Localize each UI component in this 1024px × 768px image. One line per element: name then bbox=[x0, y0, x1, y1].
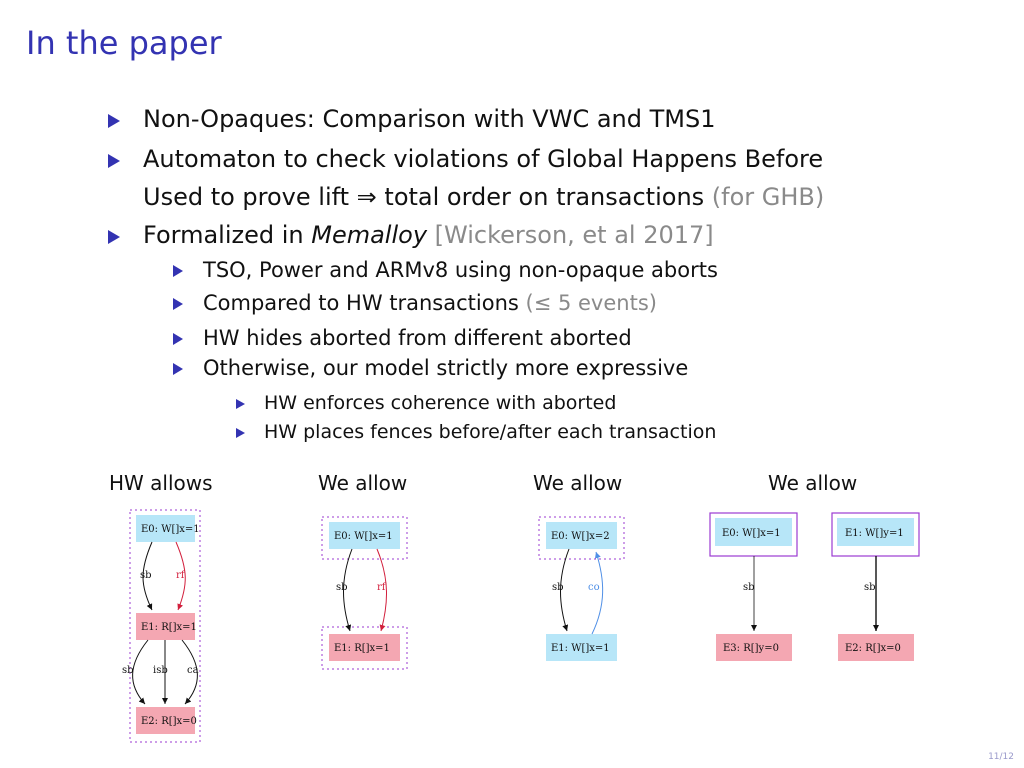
transaction-box bbox=[538, 516, 625, 560]
co-edge bbox=[591, 551, 604, 635]
read-node bbox=[838, 634, 914, 661]
node-e1-label: E1: W[]x=1 bbox=[551, 643, 610, 654]
sub-bullet-compared: Compared to HW transactions (≤ 5 events) bbox=[203, 291, 657, 315]
transaction-box bbox=[321, 516, 408, 560]
bullet-automaton-continuation: Used to prove lift ⇒ total order on tran… bbox=[143, 183, 824, 211]
node-e1-label: E1: R[]x=1 bbox=[141, 622, 197, 633]
sub-bullet-arrow-icon bbox=[173, 298, 183, 310]
bullet-arrow-icon bbox=[108, 230, 120, 244]
node-e2-label: E2: R[]x=0 bbox=[845, 643, 901, 654]
node-e1-label: E1: W[]y=1 bbox=[845, 528, 904, 539]
node-e0-label: E0: W[]x=2 bbox=[551, 531, 610, 542]
isb-label: isb bbox=[153, 665, 168, 676]
caption-hw-allows: HW allows bbox=[109, 471, 213, 495]
node-e3-label: E3: R[]y=0 bbox=[723, 643, 779, 654]
diagram-we-allow-sb: E0: W[]x=1 E1: W[]y=1 E3: R[]y=0 E2: R[]… bbox=[709, 512, 920, 661]
sb-label: sb bbox=[336, 582, 348, 593]
ghb-note: (for GHB) bbox=[711, 183, 825, 211]
write-node bbox=[136, 515, 195, 542]
sb-label: sb bbox=[864, 582, 876, 593]
bullet-automaton: Automaton to check violations of Global … bbox=[143, 145, 824, 173]
ca-label: ca bbox=[187, 665, 199, 676]
formalized-prefix: Formalized in bbox=[143, 221, 312, 249]
diagram-hw-allows: E0: W[]x=1 E1: R[]x=1 E2: R[]x=0 sb rf s… bbox=[122, 509, 201, 743]
caption-we-allow-2: We allow bbox=[533, 471, 623, 495]
rf-edge bbox=[376, 548, 387, 632]
caption-we-allow-1: We allow bbox=[318, 471, 408, 495]
sb-label: sb bbox=[140, 570, 152, 581]
sb-label: sb bbox=[552, 582, 564, 593]
write-node bbox=[329, 522, 400, 549]
compared-text: Compared to HW transactions bbox=[203, 291, 519, 315]
read-node bbox=[716, 634, 792, 661]
read-node bbox=[329, 634, 400, 661]
memalloy-name: Memalloy bbox=[311, 221, 428, 249]
sb-edge bbox=[142, 541, 153, 611]
bullet-formalized: Formalized in Memalloy [Wickerson, et al… bbox=[143, 221, 714, 249]
node-e2-label: E2: R[]x=0 bbox=[141, 716, 197, 727]
diagram-we-allow-co: E0: W[]x=2 E1: W[]x=1 sb co bbox=[538, 516, 625, 661]
write-node bbox=[546, 634, 617, 661]
sub-bullet-tso: TSO, Power and ARMv8 using non-opaque ab… bbox=[203, 258, 718, 282]
sub-sub-bullet-fences: HW places fences before/after each trans… bbox=[264, 421, 717, 443]
node-e0-label: E0: W[]x=1 bbox=[141, 524, 200, 535]
events-note: (≤ 5 events) bbox=[525, 291, 657, 315]
citation: [Wickerson, et al 2017] bbox=[434, 221, 714, 249]
write-node bbox=[837, 518, 914, 546]
node-e0-label: E0: W[]x=1 bbox=[334, 531, 393, 542]
sub-bullet-otherwise: Otherwise, our model strictly more expre… bbox=[203, 356, 689, 380]
read-node bbox=[136, 613, 195, 640]
sub-sub-bullet-arrow-icon bbox=[236, 428, 245, 438]
transaction-box bbox=[129, 509, 201, 743]
sub-sub-bullet-coherence: HW enforces coherence with aborted bbox=[264, 392, 617, 414]
rf-edge bbox=[175, 541, 186, 611]
caption-we-allow-3: We allow bbox=[768, 471, 858, 495]
sb-edge bbox=[343, 548, 353, 632]
sb-edge bbox=[132, 639, 149, 705]
bullet-non-opaques: Non-Opaques: Comparison with VWC and TMS… bbox=[143, 105, 716, 133]
sub-bullet-arrow-icon bbox=[173, 265, 183, 277]
node-e0-label: E0: W[]x=1 bbox=[722, 528, 781, 539]
bullet-arrow-icon bbox=[108, 114, 120, 128]
transaction-box bbox=[709, 512, 798, 557]
node-e1-label: E1: R[]x=1 bbox=[334, 643, 390, 654]
diagram-we-allow-rf: E0: W[]x=1 E1: R[]x=1 sb rf bbox=[321, 516, 408, 670]
co-label: co bbox=[588, 582, 600, 593]
sb-edge bbox=[560, 548, 570, 632]
rf-label: rf bbox=[176, 570, 186, 581]
transaction-box bbox=[321, 626, 408, 670]
sb-label: sb bbox=[743, 582, 755, 593]
lift-text: Used to prove lift ⇒ total order on tran… bbox=[143, 183, 705, 211]
slide-title: In the paper bbox=[26, 24, 222, 62]
sub-bullet-hw-hides: HW hides aborted from different aborted bbox=[203, 326, 632, 350]
read-node bbox=[136, 707, 195, 734]
page-number: 11/12 bbox=[988, 752, 1014, 762]
sub-sub-bullet-arrow-icon bbox=[236, 399, 245, 409]
sb-label: sb bbox=[122, 665, 134, 676]
ca-edge bbox=[181, 639, 198, 705]
sub-bullet-arrow-icon bbox=[173, 363, 183, 375]
bullet-arrow-icon bbox=[108, 154, 120, 168]
rf-label: rf bbox=[377, 582, 387, 593]
write-node bbox=[715, 518, 792, 546]
write-node bbox=[546, 522, 617, 549]
sub-bullet-arrow-icon bbox=[173, 333, 183, 345]
